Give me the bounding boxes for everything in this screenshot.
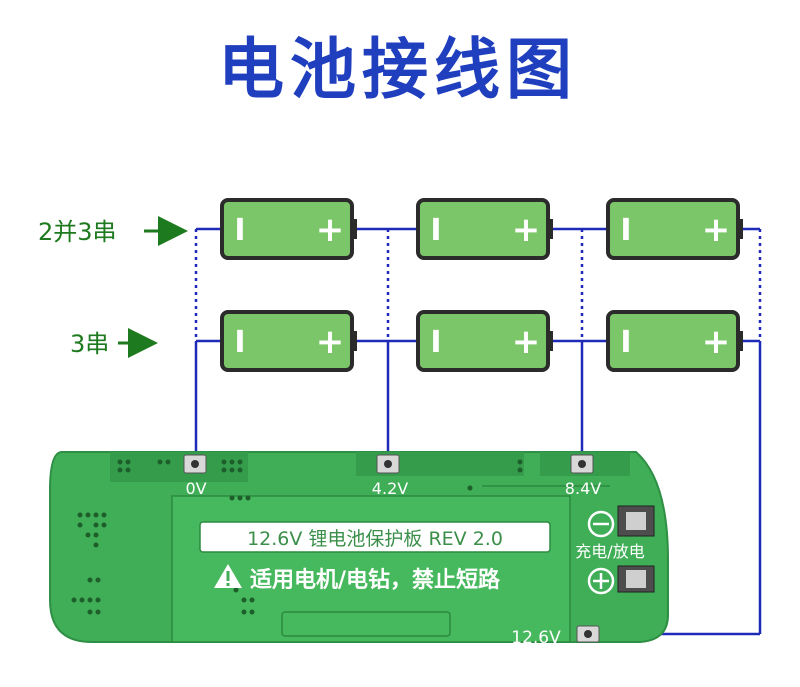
- battery-negative-symbol: I: [234, 213, 245, 248]
- battery-array: I+I+I+I+I+I+: [220, 198, 743, 372]
- pad-label-0v: 0V: [185, 479, 206, 498]
- row-label-3s: 3串: [70, 330, 109, 358]
- battery-negative-symbol: I: [620, 325, 631, 360]
- battery-negative-symbol: I: [620, 213, 631, 248]
- protection-board: [49, 451, 669, 643]
- pad-4-2v: [376, 454, 400, 474]
- pad-12-6v: [576, 625, 600, 643]
- pad-0v: [183, 454, 207, 474]
- minus-terminal-icon: [587, 510, 615, 538]
- page-title: 电池接线图: [218, 31, 578, 108]
- battery-r2-c2: I+: [416, 310, 553, 372]
- battery-negative-symbol: I: [234, 325, 245, 360]
- pad-label-8-4v: 8.4V: [565, 479, 601, 498]
- warning-text: 适用电机/电钻，禁止短路: [250, 567, 501, 593]
- battery-positive-symbol: +: [702, 322, 731, 362]
- pad-label-4-2v: 4.2V: [372, 479, 408, 498]
- charge-discharge-label: 充电/放电: [575, 542, 644, 561]
- battery-r2-c3: I+: [606, 310, 743, 372]
- board-title-box: [199, 521, 551, 553]
- warning-icon: [214, 564, 242, 588]
- pad-label-12-6v: 12.6V: [511, 628, 561, 648]
- battery-negative-symbol: I: [430, 325, 441, 360]
- battery-r1-c3: I+: [606, 198, 743, 260]
- battery-r2-c1: I+: [220, 310, 357, 372]
- board-title: 12.6V 锂电池保护板 REV 2.0: [247, 528, 503, 550]
- parallel-links: [194, 229, 762, 341]
- row-label-2p3s: 2并3串: [38, 218, 117, 246]
- battery-negative-symbol: I: [430, 213, 441, 248]
- battery-r1-c2: I+: [416, 198, 553, 260]
- battery-positive-symbol: +: [512, 210, 541, 250]
- battery-positive-symbol: +: [316, 210, 345, 250]
- plus-terminal-icon: [587, 567, 615, 595]
- battery-positive-symbol: +: [512, 322, 541, 362]
- battery-r1-c1: I+: [220, 198, 357, 260]
- battery-positive-symbol: +: [316, 322, 345, 362]
- battery-positive-symbol: +: [702, 210, 731, 250]
- pad-8-4v: [570, 454, 594, 474]
